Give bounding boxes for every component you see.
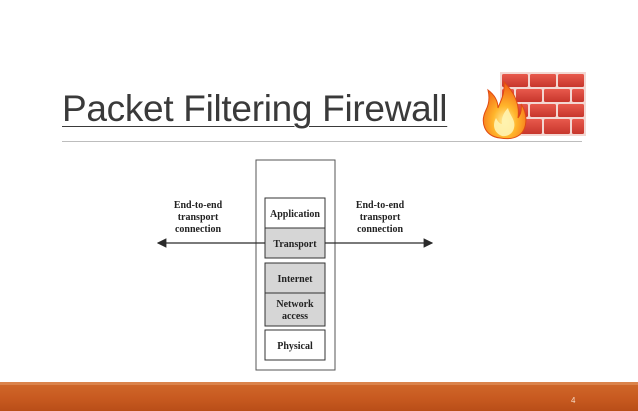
layer-transport: Transport <box>264 227 326 259</box>
svg-text:transport: transport <box>178 212 219 223</box>
title-divider <box>62 141 582 142</box>
footer-band <box>0 382 638 411</box>
brick <box>530 104 556 117</box>
slide-title: Packet Filtering Firewall <box>62 88 448 129</box>
layer-network-access: Network access <box>264 292 326 327</box>
layer-label: access <box>282 311 308 322</box>
right-connection-label: End-to-end transport connection <box>356 200 405 235</box>
layer-label: Internet <box>278 274 314 285</box>
svg-text:connection: connection <box>175 224 222 235</box>
page-number: 4 <box>571 396 576 405</box>
protocol-stack-diagram: Application Transport Internet Network a… <box>156 159 434 371</box>
firewall-icon <box>482 72 586 140</box>
brick <box>572 119 584 134</box>
layer-label: Physical <box>277 341 313 352</box>
flame-core <box>494 108 515 137</box>
layer-label: Transport <box>273 239 317 250</box>
brick <box>544 119 570 134</box>
layer-internet: Internet <box>264 262 326 294</box>
brick <box>502 74 528 87</box>
svg-text:End-to-end: End-to-end <box>174 200 223 211</box>
svg-text:connection: connection <box>357 224 404 235</box>
left-connection-label: End-to-end transport connection <box>174 200 223 235</box>
brick <box>530 74 556 87</box>
brick <box>572 89 584 102</box>
layer-label: Application <box>270 209 320 220</box>
layer-physical: Physical <box>264 329 326 361</box>
brick <box>544 89 570 102</box>
svg-text:End-to-end: End-to-end <box>356 200 405 211</box>
firewall-boundary-box <box>255 159 336 371</box>
svg-text:transport: transport <box>360 212 401 223</box>
layer-label: Network <box>276 299 314 310</box>
layer-application: Application <box>264 197 326 229</box>
brick <box>558 74 584 87</box>
brick <box>558 104 584 117</box>
brick <box>516 89 542 102</box>
